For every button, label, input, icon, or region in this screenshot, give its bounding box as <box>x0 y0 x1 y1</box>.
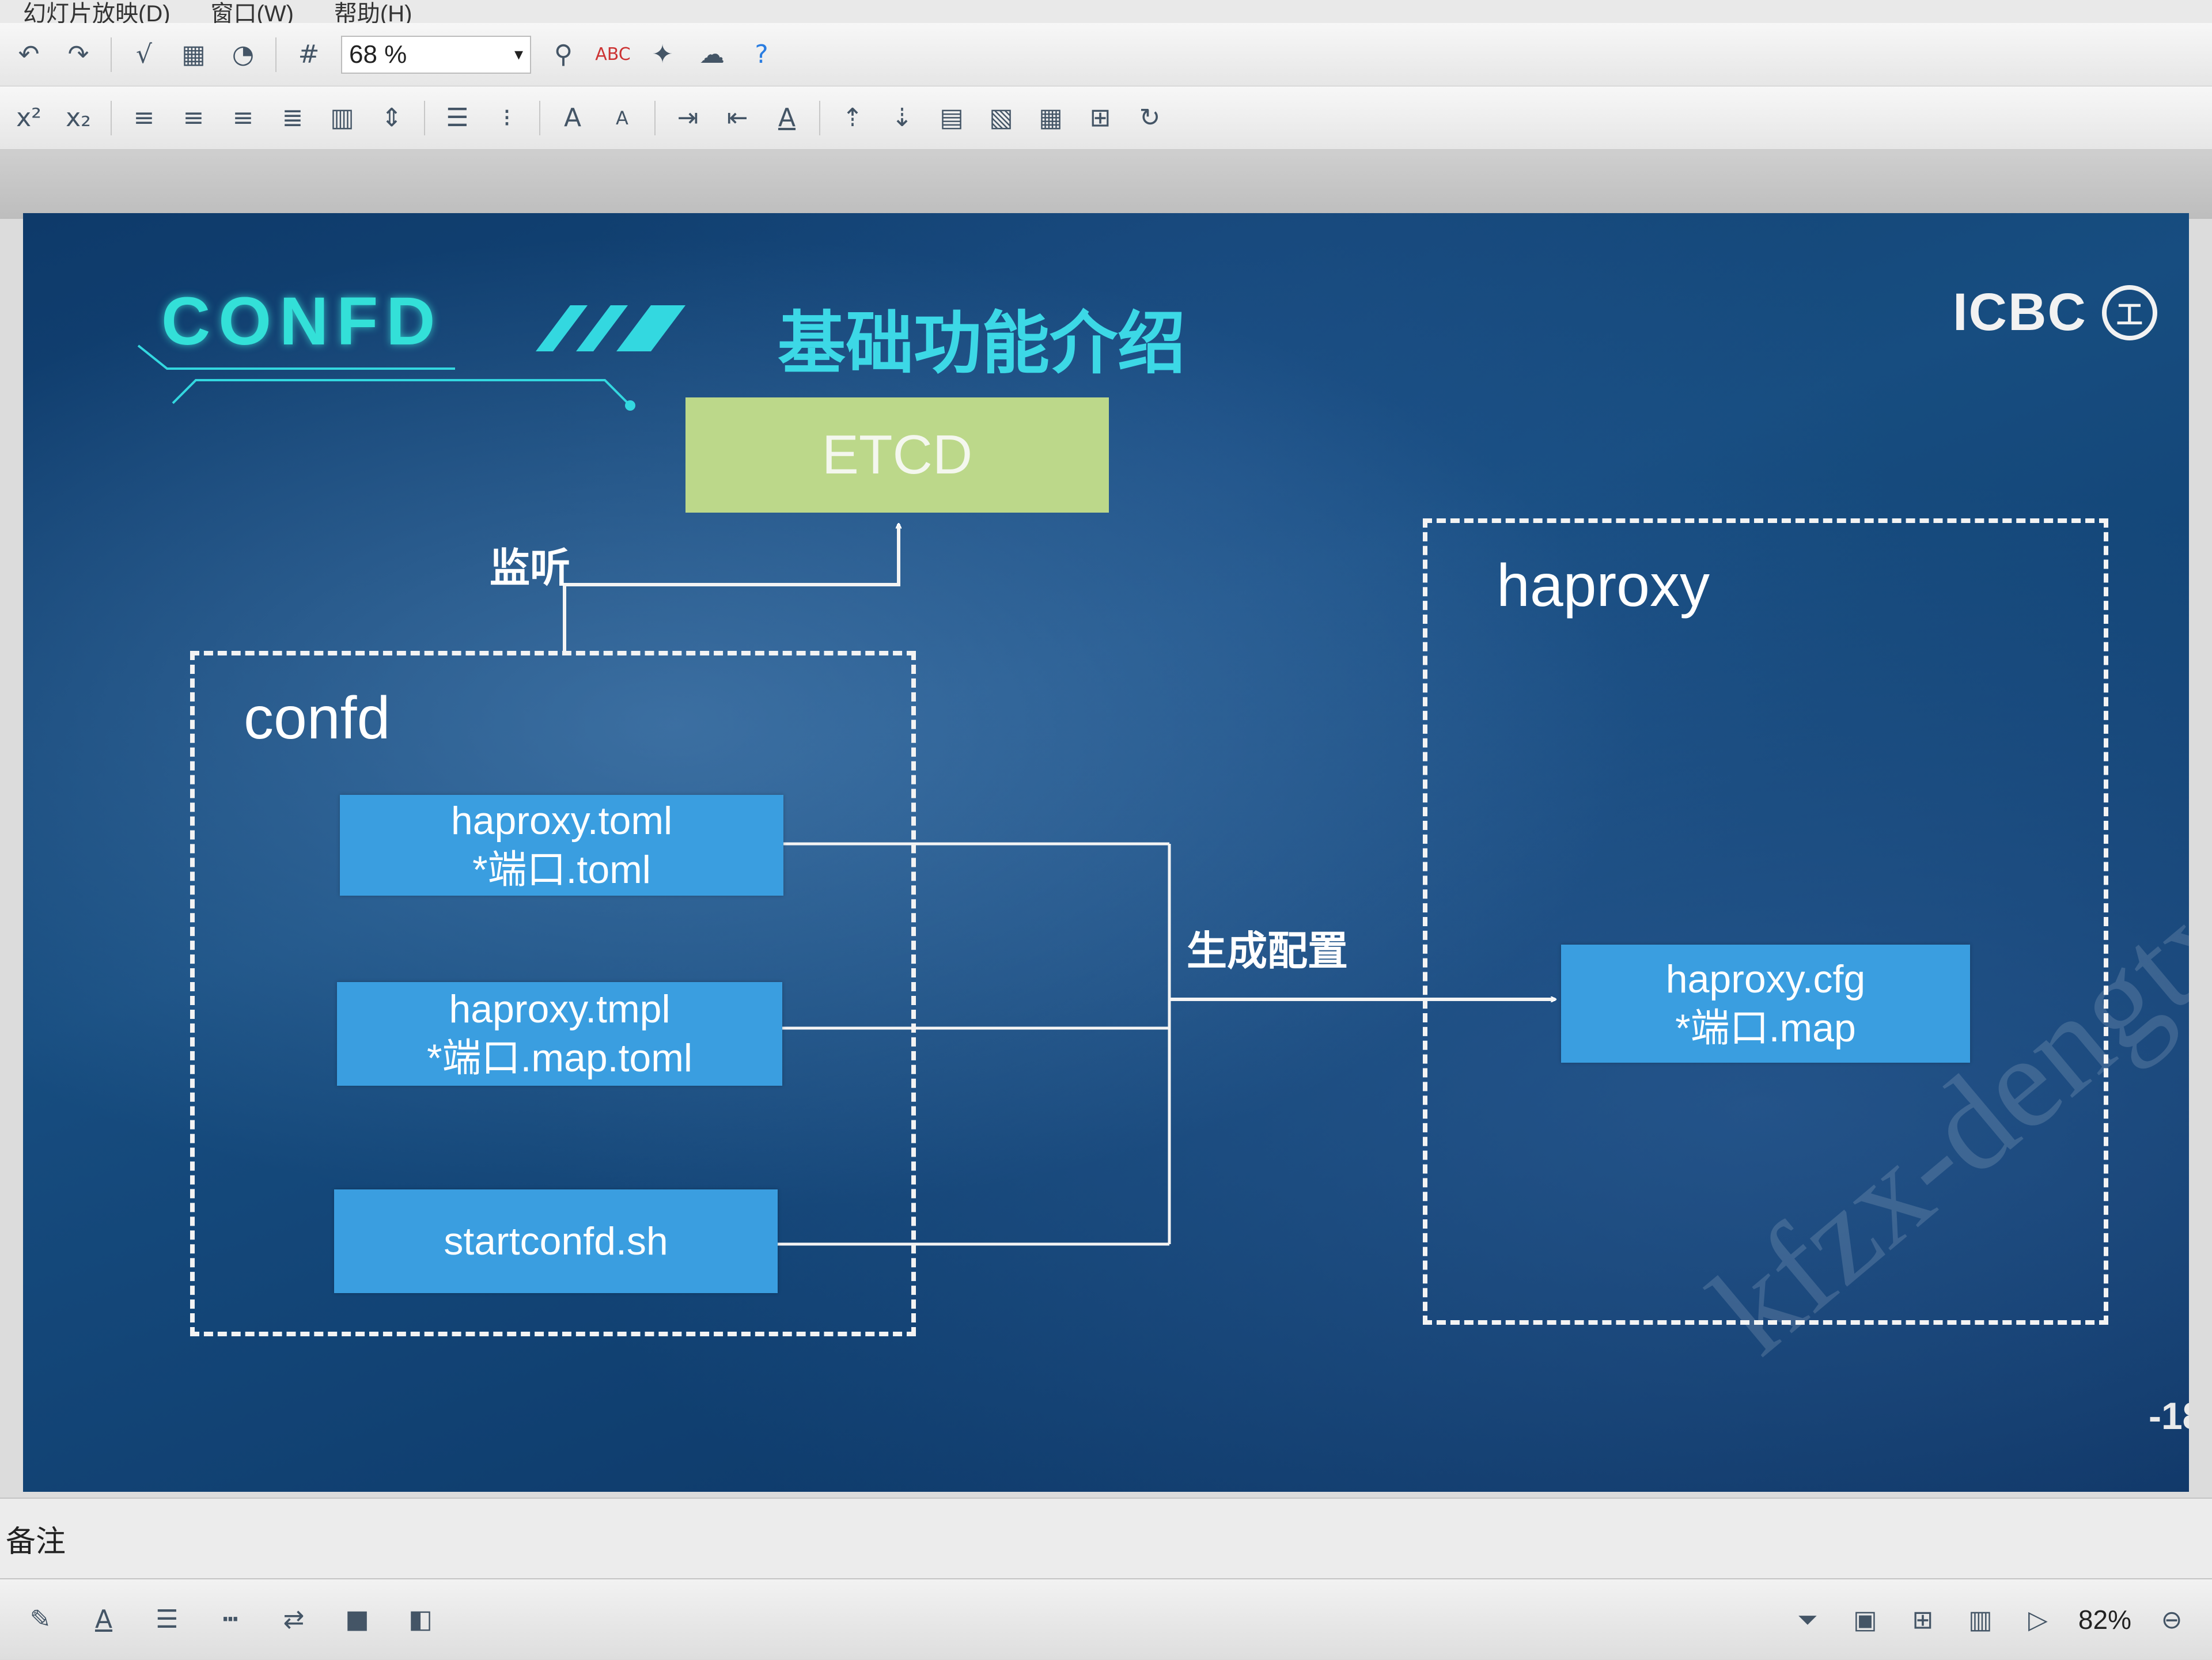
zoom-value: 68 % <box>349 40 407 69</box>
confd-group-label: confd <box>244 685 391 752</box>
icbc-logo-text: ICBC <box>1953 283 2087 342</box>
file-name-line2: *端口.map <box>1675 1006 1856 1050</box>
zoom-out-icon[interactable]: ⊖ <box>2161 1605 2183 1635</box>
status-zoom[interactable]: 82% <box>2078 1605 2131 1635</box>
confd-group[interactable]: confd <box>190 651 916 1336</box>
font-shrink-icon[interactable]: A <box>616 107 628 129</box>
indent-icon[interactable]: ⇥ <box>677 103 699 132</box>
etcd-node[interactable]: ETCD <box>685 397 1109 513</box>
subscript-icon[interactable]: x₂ <box>66 103 91 132</box>
font-color-icon[interactable]: A <box>94 1604 113 1634</box>
shadow-icon[interactable]: ■ <box>345 1604 369 1634</box>
file-name-line1: startconfd.sh <box>444 1219 668 1263</box>
line-style-icon[interactable]: ☰ <box>156 1604 179 1634</box>
dash-style-icon[interactable]: ┅ <box>222 1604 238 1634</box>
formula-icon[interactable]: √ <box>135 40 153 69</box>
font-grow-icon[interactable]: A <box>563 103 582 132</box>
toolbar-separator <box>275 37 276 72</box>
slide-design-icon[interactable]: ▧ <box>989 103 1013 132</box>
listen-label: 监听 <box>490 544 570 592</box>
reading-view-icon[interactable]: ▥ <box>1968 1605 1993 1635</box>
chevron-down-icon: ▾ <box>514 45 523 64</box>
slide-grid-icon[interactable]: ⊞ <box>1089 103 1111 132</box>
toolbar-separator <box>111 100 112 135</box>
animation-icon[interactable]: ↻ <box>1139 103 1161 132</box>
toolbar-separator <box>424 100 425 135</box>
filter-icon[interactable]: ⏷ <box>1797 1605 1818 1635</box>
line-spacing-icon[interactable]: ⇕ <box>381 103 403 132</box>
chart-icon[interactable]: ◔ <box>232 40 255 69</box>
menu-item-slideshow[interactable]: 幻灯片放映(D) <box>23 1 171 26</box>
align-left-icon[interactable]: ≡ <box>133 103 155 132</box>
spellcheck-icon[interactable]: ABC <box>595 44 631 65</box>
menu-bar: 幻灯片放映(D) 窗口(W) 帮助(H) <box>0 0 2212 26</box>
slideshow-view-icon[interactable]: ▷ <box>2028 1605 2048 1635</box>
find-icon[interactable]: ⚲ <box>554 40 573 69</box>
file-haproxy-tmpl[interactable]: haproxy.tmpl *端口.map.toml <box>337 982 782 1086</box>
view-controls: ⏷ ▣ ⊞ ▥ ▷ 82% ⊖ <box>1790 1579 2189 1660</box>
file-name-line2: *端口.toml <box>472 847 651 892</box>
zoom-select[interactable]: 68 % ▾ <box>341 35 531 74</box>
file-haproxy-toml[interactable]: haproxy.toml *端口.toml <box>340 795 783 896</box>
slide-layout-icon[interactable]: ▤ <box>940 103 964 132</box>
justify-icon[interactable]: ≣ <box>282 103 304 132</box>
outdent-icon[interactable]: ⇤ <box>726 103 748 132</box>
generate-config-label: 生成配置 <box>1187 927 1348 975</box>
columns-icon[interactable]: ▥ <box>330 103 354 132</box>
standard-toolbar: ↶ ↷ √ ▦ ◔ # 68 % ▾ ⚲ ABC ✦ ☁ ? <box>0 23 2212 86</box>
file-name-line2: *端口.map.toml <box>427 1036 692 1080</box>
logo-circuit-lines <box>137 344 635 411</box>
toolbar-separator <box>654 100 656 135</box>
move-down-icon[interactable]: ⇣ <box>891 103 913 132</box>
toolbar-separator <box>111 37 112 72</box>
page-number: -18 <box>2149 1394 2189 1437</box>
file-name-line1: haproxy.cfg <box>1665 957 1866 1001</box>
navigator-icon[interactable]: ✦ <box>652 40 673 69</box>
formatting-toolbar: x² x₂ ≡ ≡ ≡ ≣ ▥ ⇕ ☰ ⁝ A A ⇥ ⇤ A ⇡ ⇣ ▤ ▧ … <box>0 86 2212 150</box>
normal-view-icon[interactable]: ▣ <box>1853 1605 1877 1635</box>
grid-icon[interactable]: # <box>298 40 320 69</box>
listen-connector <box>563 524 899 651</box>
connector-layer <box>563 213 2189 1246</box>
help-icon[interactable]: ? <box>755 40 768 69</box>
superscript-icon[interactable]: x² <box>16 103 41 132</box>
drawing-toolbar: ✎ A ☰ ┅ ⇄ ■ ◧ ⏷ ▣ ⊞ ▥ ▷ 82% ⊖ <box>0 1578 2212 1659</box>
arrow-style-icon[interactable]: ⇄ <box>283 1604 305 1634</box>
icbc-brand: ICBC 工 <box>1953 282 2157 343</box>
redo-icon[interactable]: ↷ <box>67 40 89 69</box>
list-icon[interactable]: ☰ <box>446 103 469 132</box>
notes-label: 备注 <box>6 1524 66 1559</box>
file-startconfd-sh[interactable]: startconfd.sh <box>334 1189 778 1293</box>
toolbar-separator <box>819 100 820 135</box>
bullet-list-icon[interactable]: ⁝ <box>503 103 511 132</box>
slide-canvas[interactable]: CONFD 基础功能介绍 ICBC 工 ETCD 监听 confd haprox… <box>23 213 2189 1492</box>
move-up-icon[interactable]: ⇡ <box>842 103 863 132</box>
haproxy-group-label: haproxy <box>1497 552 1710 619</box>
sorter-view-icon[interactable]: ⊞ <box>1912 1605 1934 1635</box>
confd-logo: CONFD <box>161 283 444 359</box>
file-name-line1: haproxy.toml <box>450 798 673 843</box>
menu-item-help[interactable]: 帮助(H) <box>334 1 412 26</box>
workspace-background <box>0 150 2212 219</box>
icbc-seal-icon: 工 <box>2101 285 2157 340</box>
file-name-line1: haproxy.tmpl <box>449 987 671 1031</box>
3d-icon[interactable]: ◧ <box>408 1604 433 1634</box>
align-right-icon[interactable]: ≡ <box>232 103 254 132</box>
comment-icon[interactable]: ☁ <box>699 40 725 69</box>
font-color-icon[interactable]: A <box>778 103 796 132</box>
slide-title: 基础功能介绍 <box>778 304 1186 383</box>
file-haproxy-cfg[interactable]: haproxy.cfg *端口.map <box>1561 945 1970 1063</box>
align-center-icon[interactable]: ≡ <box>183 103 204 132</box>
undo-icon[interactable]: ↶ <box>18 40 40 69</box>
table-icon[interactable]: ▦ <box>181 40 206 69</box>
pen-icon[interactable]: ✎ <box>29 1604 51 1634</box>
menu-item-window[interactable]: 窗口(W) <box>210 1 294 26</box>
slide-table-icon[interactable]: ▦ <box>1039 103 1063 132</box>
haproxy-group[interactable]: haproxy <box>1423 518 2108 1325</box>
toolbar-separator <box>539 100 540 135</box>
notes-pane[interactable]: 备注 <box>0 1498 2212 1578</box>
logo-slashes-graphic <box>536 305 685 351</box>
